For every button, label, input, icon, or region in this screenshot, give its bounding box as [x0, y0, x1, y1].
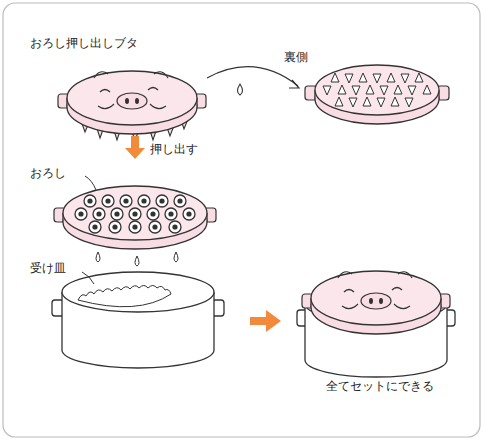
- view-label: 裏側: [284, 50, 308, 64]
- grater-hole: [89, 221, 101, 233]
- grater-hole-center: [150, 211, 155, 216]
- spike-mark: [363, 97, 371, 106]
- action-label: 押し出す: [150, 142, 198, 156]
- grater-hole-center: [152, 224, 157, 229]
- grater-hole-center: [168, 211, 173, 216]
- grater-hole-center: [123, 198, 128, 203]
- spike-mark: [401, 74, 409, 83]
- spike-mark: [391, 97, 399, 106]
- grater-hole-center: [141, 198, 146, 203]
- grater-hole-center: [114, 211, 119, 216]
- spike-mark: [338, 85, 346, 94]
- spike-mark: [423, 85, 431, 94]
- spike-mark: [415, 73, 423, 82]
- grater-hole-center: [105, 198, 110, 203]
- spike-mark: [349, 98, 357, 107]
- grater-hole-center: [96, 211, 101, 216]
- spike-mark: [408, 86, 416, 95]
- spike-mark: [387, 73, 395, 82]
- spike-mark: [377, 98, 385, 107]
- grater-hole-center: [78, 211, 83, 216]
- grater-hole: [75, 208, 87, 220]
- part-label: 受け皿: [30, 261, 66, 275]
- grater-hole-center: [132, 224, 137, 229]
- grater-hole-center: [112, 224, 117, 229]
- grater-hole: [138, 195, 150, 207]
- spike-mark: [394, 85, 402, 94]
- grater-hole: [120, 195, 132, 207]
- spike-mark: [359, 73, 367, 82]
- grater-hole: [129, 221, 141, 233]
- note-label: 全てセットにできる: [326, 379, 434, 393]
- spike-mark: [405, 98, 413, 107]
- spike-mark: [366, 85, 374, 94]
- grater-hole: [156, 195, 168, 207]
- spike-mark: [373, 74, 381, 83]
- part-label: おろし押し出しブタ: [30, 36, 138, 50]
- spike-mark: [352, 86, 360, 95]
- grater-hole: [174, 195, 186, 207]
- grater-hole: [149, 221, 161, 233]
- grater-hole: [169, 221, 181, 233]
- grater-hole-center: [172, 224, 177, 229]
- grater-hole: [109, 221, 121, 233]
- grater-hole: [111, 208, 123, 220]
- spike-mark: [345, 74, 353, 83]
- grater-hole: [147, 208, 159, 220]
- grater-hole: [102, 195, 114, 207]
- grater-hole-center: [159, 198, 164, 203]
- spike-mark: [335, 97, 343, 106]
- grater-hole-center: [186, 211, 191, 216]
- grater-hole-center: [177, 198, 182, 203]
- part-label: おろし: [30, 166, 66, 180]
- grater-hole: [84, 195, 96, 207]
- grater-hole-center: [132, 211, 137, 216]
- grater-hole: [183, 208, 195, 220]
- grater-hole: [165, 208, 177, 220]
- grater-hole-center: [92, 224, 97, 229]
- grater-hole-center: [87, 198, 92, 203]
- spike-mark: [380, 86, 388, 95]
- grater-hole: [129, 208, 141, 220]
- grater-hole: [93, 208, 105, 220]
- spike-mark: [323, 86, 331, 95]
- spike-mark: [331, 73, 339, 82]
